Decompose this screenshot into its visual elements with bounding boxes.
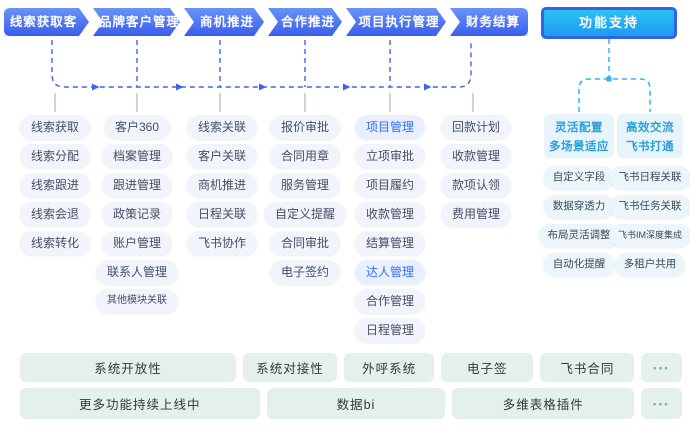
pill-contract-approval[interactable]: 合同审批 — [269, 231, 341, 255]
bottom-bar-row-1: 系统开放性 系统对接性 外呼系统 电子签 飞书合同 ••• — [20, 353, 682, 382]
pill-project-performance[interactable]: 项目履约 — [354, 173, 426, 197]
more-ellipsis-row1[interactable]: ••• — [641, 353, 682, 382]
pill-project-mgmt[interactable]: 项目管理 — [354, 115, 426, 139]
pill-collection-mgmt[interactable]: 收款管理 — [354, 202, 426, 226]
column-finance: 回款计划 收款管理 款项认领 费用管理 — [440, 115, 512, 226]
pill-archive-mgmt[interactable]: 档案管理 — [101, 144, 173, 168]
bar-e-sign[interactable]: 电子签 — [441, 353, 534, 382]
pill-customer-link[interactable]: 客户关联 — [186, 144, 258, 168]
support-header-line: 高效交流 — [626, 121, 674, 134]
pill-follow-mgmt[interactable]: 跟进管理 — [101, 173, 173, 197]
pill-calendar-link[interactable]: 日程关联 — [186, 202, 258, 226]
pill-feishu-task-link[interactable]: 飞书任务关联 — [609, 195, 690, 218]
bar-feishu-contract[interactable]: 飞书合同 — [540, 353, 635, 382]
support-header-line: 灵活配置 — [555, 121, 603, 134]
pill-lead-link[interactable]: 线索关联 — [186, 115, 258, 139]
flow-arrowheads — [92, 83, 432, 91]
flow-bracket-dashed-line — [51, 40, 472, 88]
bar-outbound-call-system[interactable]: 外呼系统 — [344, 353, 435, 382]
column-cooperation: 报价审批 合同用章 服务管理 自定义提醒 合同审批 电子签约 — [263, 115, 347, 284]
pill-lead-follow[interactable]: 线索跟进 — [19, 173, 91, 197]
support-branch-dashed-line — [578, 39, 651, 112]
pill-data-penetration[interactable]: 数据穿透力 — [543, 195, 615, 218]
pill-cooperation-mgmt[interactable]: 合作管理 — [354, 289, 426, 313]
flow-steps-row: 线索获取客户 品牌客户管理 商机推进 合作推进 项目执行管理 财务结算 — [4, 8, 528, 36]
pill-flexible-layout[interactable]: 布局灵活调整 — [538, 224, 620, 247]
pill-payback-plan[interactable]: 回款计划 — [440, 115, 512, 139]
more-ellipsis-row2[interactable]: ••• — [641, 388, 682, 419]
support-header-flexible-config: 灵活配置 多场景适应 — [544, 114, 614, 158]
column-opportunity: 线索关联 客户关联 商机推进 日程关联 飞书协作 — [186, 115, 258, 255]
flow-step-cooperation-advance[interactable]: 合作推进 — [268, 8, 342, 36]
pill-lead-assign[interactable]: 线索分配 — [19, 144, 91, 168]
pill-lead-return[interactable]: 线索会退 — [19, 202, 91, 226]
support-header-feishu-connect: 高效交流 飞书打通 — [617, 114, 683, 158]
pill-opportunity-advance[interactable]: 商机推进 — [186, 173, 258, 197]
pill-settlement-mgmt[interactable]: 结算管理 — [354, 231, 426, 255]
column-project-execution: 项目管理 立项审批 项目履约 收款管理 结算管理 达人管理 合作管理 日程管理 — [354, 115, 426, 342]
support-header-line: 飞书打通 — [626, 140, 674, 153]
bar-system-docking[interactable]: 系统对接性 — [242, 353, 338, 382]
pill-auto-reminder[interactable]: 自动化提醒 — [543, 253, 615, 276]
pill-customer-360[interactable]: 客户360 — [103, 115, 171, 139]
pill-feishu-calendar-link[interactable]: 飞书日程关联 — [609, 166, 690, 189]
bar-more-features-coming[interactable]: 更多功能持续上线中 — [20, 388, 260, 419]
flow-step-lead-acquisition[interactable]: 线索获取客户 — [4, 8, 89, 36]
flow-step-opportunity-advance[interactable]: 商机推进 — [184, 8, 264, 36]
pill-schedule-mgmt[interactable]: 日程管理 — [354, 318, 426, 342]
support-branch-node — [606, 76, 612, 82]
pill-custom-reminder[interactable]: 自定义提醒 — [263, 202, 347, 226]
bottom-bar-row-2: 更多功能持续上线中 数据bi 多维表格插件 ••• — [20, 388, 682, 419]
pill-contact-mgmt[interactable]: 联系人管理 — [95, 260, 179, 284]
pill-other-module-link[interactable]: 其他模块关联 — [95, 289, 178, 313]
support-button[interactable]: 功能支持 — [541, 7, 677, 39]
pill-account-mgmt[interactable]: 账户管理 — [101, 231, 173, 255]
pill-contract-seal[interactable]: 合同用章 — [269, 144, 341, 168]
pill-multi-tenant[interactable]: 多租户共用 — [614, 253, 686, 276]
pill-project-approval[interactable]: 立项审批 — [354, 144, 426, 168]
pill-feishu-im-integration[interactable]: 飞书IM深度集成 — [609, 224, 690, 247]
bar-system-openness[interactable]: 系统开放性 — [20, 353, 236, 382]
column-tick-lines — [54, 93, 474, 112]
pill-policy-record[interactable]: 政策记录 — [101, 202, 173, 226]
flow-step-project-execution[interactable]: 项目执行管理 — [346, 8, 446, 36]
pill-receipt-mgmt[interactable]: 收款管理 — [440, 144, 512, 168]
pill-custom-fields[interactable]: 自定义字段 — [543, 166, 615, 189]
pill-talent-mgmt[interactable]: 达人管理 — [354, 260, 426, 284]
bar-multidim-table-plugin[interactable]: 多维表格插件 — [452, 388, 635, 419]
pill-payment-claim[interactable]: 款项认领 — [440, 173, 512, 197]
column-brand-customer: 客户360 档案管理 跟进管理 政策记录 账户管理 联系人管理 其他模块关联 — [95, 115, 179, 313]
support-column-right: 飞书日程关联 飞书任务关联 飞书IM深度集成 多租户共用 — [609, 166, 690, 276]
pill-feishu-collab[interactable]: 飞书协作 — [186, 231, 258, 255]
flow-step-brand-customer-mgmt[interactable]: 品牌客户管理 — [93, 8, 180, 36]
support-header-line: 多场景适应 — [549, 140, 609, 153]
pill-lead-capture[interactable]: 线索获取 — [19, 115, 91, 139]
column-lead-acquisition: 线索获取 线索分配 线索跟进 线索会退 线索转化 — [19, 115, 91, 255]
pill-lead-convert[interactable]: 线索转化 — [19, 231, 91, 255]
bar-data-bi[interactable]: 数据bi — [266, 388, 446, 419]
pill-service-mgmt[interactable]: 服务管理 — [269, 173, 341, 197]
support-column-left: 自定义字段 数据穿透力 布局灵活调整 自动化提醒 — [538, 166, 620, 276]
pill-quote-approval[interactable]: 报价审批 — [269, 115, 341, 139]
pill-expense-mgmt[interactable]: 费用管理 — [440, 202, 512, 226]
pill-e-signing[interactable]: 电子签约 — [269, 260, 341, 284]
flow-step-finance-settlement[interactable]: 财务结算 — [450, 8, 528, 36]
